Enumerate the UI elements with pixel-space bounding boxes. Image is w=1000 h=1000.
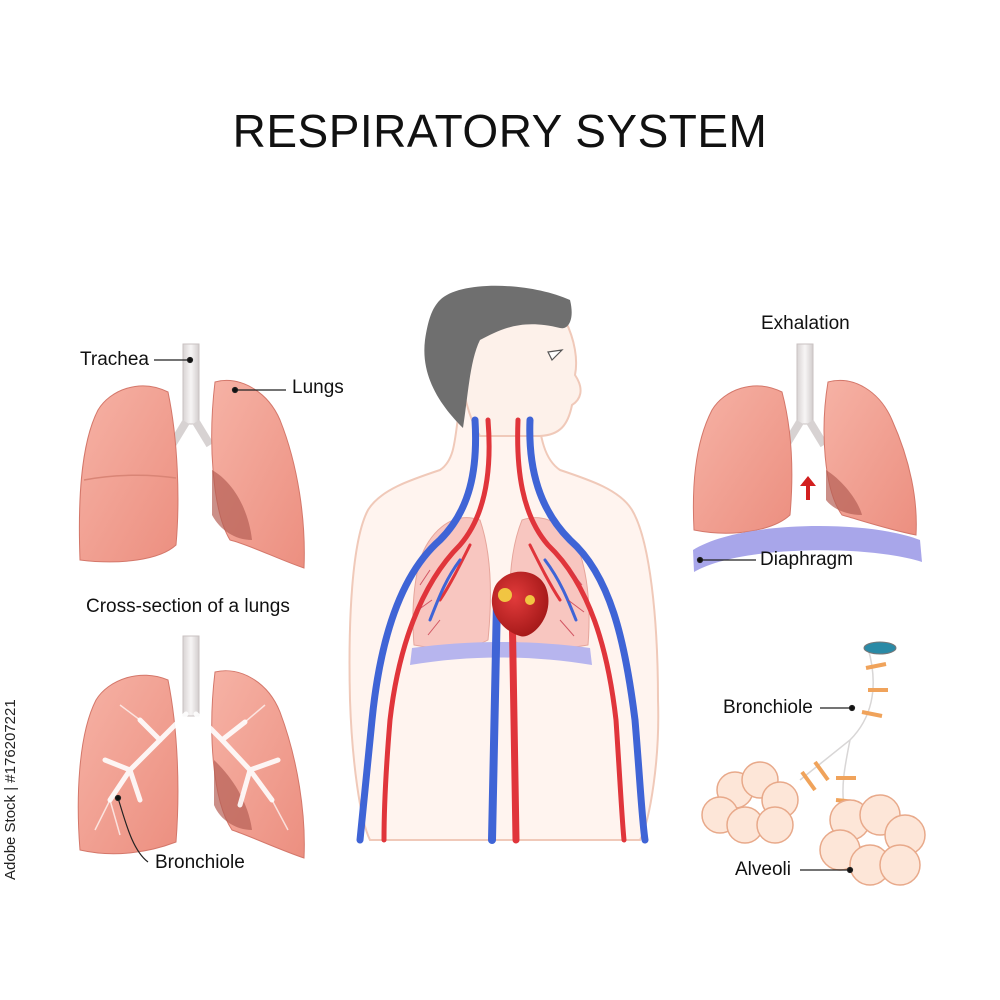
diagram-title: RESPIRATORY SYSTEM (232, 105, 768, 157)
label-trachea: Trachea (80, 349, 149, 370)
exhalation-illustration (692, 343, 922, 572)
label-bronchiole-right: Bronchiole (723, 697, 813, 718)
label-lungs: Lungs (292, 377, 344, 398)
label-alveoli: Alveoli (735, 859, 791, 880)
human-figure (348, 285, 660, 844)
label-diaphragm: Diaphragm (760, 549, 853, 570)
label-bronchiole-left: Bronchiole (155, 852, 245, 873)
label-exhalation: Exhalation (761, 313, 850, 334)
lungs-cross-section (77, 635, 305, 859)
up-arrow-icon (800, 476, 816, 500)
label-cross-section: Cross-section of a lungs (86, 596, 290, 617)
leader-lines (114, 356, 856, 874)
lungs-illustration (78, 343, 305, 569)
stock-watermark-id: Adobe Stock | #176207221 (2, 699, 19, 880)
alveoli-illustration (701, 637, 926, 886)
